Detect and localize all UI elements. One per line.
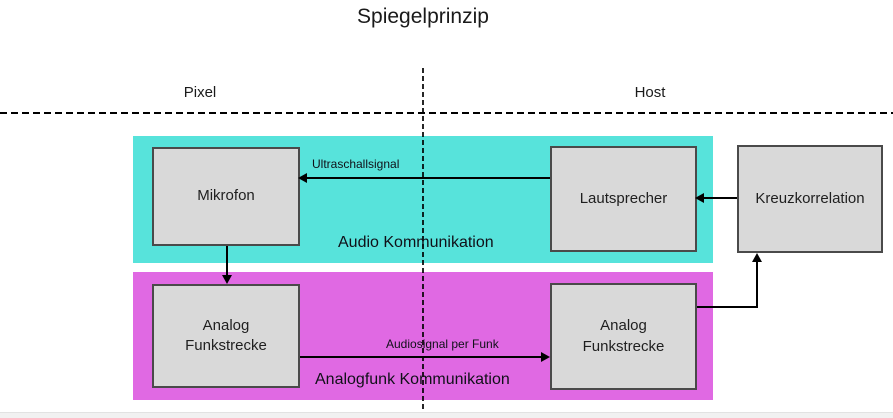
edge-audiosignal-arrowhead (541, 352, 550, 362)
horizontal-dashed-divider (0, 112, 893, 114)
edge-analog-to-kreuz-arrowhead (752, 253, 762, 262)
edge-ultraschall-arrowhead (298, 173, 307, 183)
column-label-host: Host (634, 84, 666, 101)
edge-audiosignal-line (300, 356, 542, 358)
edge-kreuz-to-lautsprecher-arrowhead (695, 193, 704, 203)
edge-analog-to-kreuz-hline (697, 306, 758, 308)
node-analog-funkstrecke-right: Analog Funkstrecke (550, 283, 697, 390)
edge-mikrofon-to-analog-arrowhead (222, 275, 232, 284)
node-lautsprecher-label: Lautsprecher (579, 189, 668, 207)
node-analog-funkstrecke-left: Analog Funkstrecke (152, 284, 300, 388)
edge-ultraschall-line (306, 177, 550, 179)
node-analog-funkstrecke-right-label: Analog Funkstrecke (582, 317, 665, 355)
edge-ultraschall-label: Ultraschallsignal (312, 157, 400, 171)
edge-audiosignal-label: Audiosignal per Funk (386, 337, 499, 351)
vertical-dashed-divider (422, 68, 424, 415)
zone-label-audio: Audio Kommunikation (338, 234, 494, 251)
edge-mikrofon-to-analog-line (226, 246, 228, 276)
zone-label-analogfunk: Analogfunk Kommunikation (315, 371, 510, 388)
edge-kreuz-to-lautsprecher-line (703, 197, 737, 199)
node-mikrofon: Mikrofon (152, 147, 300, 246)
edge-analog-to-kreuz-vline (756, 261, 758, 308)
diagram-title: Spiegelprinzip (357, 5, 489, 28)
window-bottom-edge (0, 412, 893, 418)
node-kreuzkorrelation-label: Kreuzkorrelation (755, 189, 865, 207)
node-mikrofon-label: Mikrofon (197, 187, 255, 205)
node-lautsprecher: Lautsprecher (550, 146, 697, 252)
node-kreuzkorrelation: Kreuzkorrelation (737, 145, 883, 253)
column-label-pixel: Pixel (183, 84, 217, 101)
node-analog-funkstrecke-left-label: Analog Funkstrecke (185, 316, 267, 354)
